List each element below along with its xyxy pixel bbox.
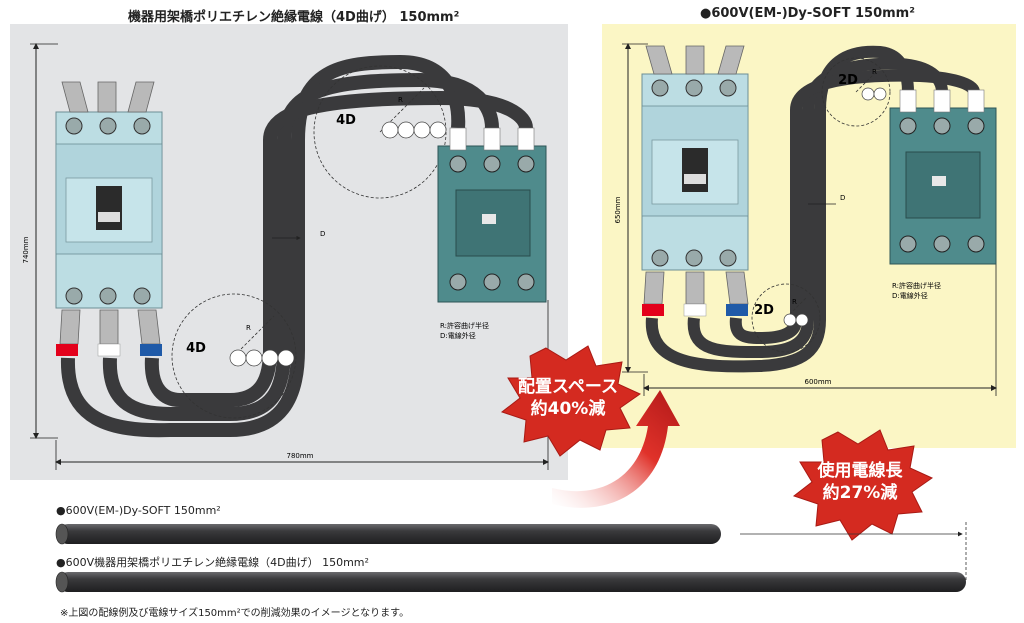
left-radius-label-bottom: R xyxy=(246,324,251,332)
right-radius-label-bottom: R xyxy=(792,298,797,306)
right-width-dimension xyxy=(643,260,997,396)
dysoft-cable xyxy=(58,524,721,544)
length-reduction-line1: 使用電線長 xyxy=(817,461,903,481)
length-reduction-burst xyxy=(792,429,934,541)
right-width-label: 600mm xyxy=(805,378,832,386)
left-bend-label-bottom: 4D xyxy=(186,341,206,356)
left-cables xyxy=(60,54,533,438)
length-reduction-text: 使用電線長 約27%減 xyxy=(802,460,918,504)
right-d-label-mid: D xyxy=(840,194,845,202)
right-bend-circles xyxy=(751,57,891,353)
left-d-circles xyxy=(229,121,447,367)
right-bend-label-top: 2D xyxy=(838,73,858,88)
left-breaker xyxy=(55,81,163,357)
right-height-dimension xyxy=(622,43,648,373)
left-height-label: 740mm xyxy=(22,236,30,263)
right-breaker xyxy=(641,45,749,317)
length-reduction-line2: 約27%減 xyxy=(822,483,898,503)
right-legend-d: D:電線外径 xyxy=(892,291,928,300)
left-panel-title: 機器用架橋ポリエチレン絶縁電線（4D曲げ） 150mm² xyxy=(128,10,460,25)
left-bend-circles xyxy=(171,65,447,419)
right-legend-r: R:許容曲げ半径 xyxy=(892,281,941,290)
left-width-label: 780mm xyxy=(287,452,314,460)
right-height-label: 650mm xyxy=(614,196,622,223)
space-reduction-burst xyxy=(500,345,642,457)
left-radius-label-top: R xyxy=(398,96,403,104)
left-d-label-mid: D xyxy=(320,230,325,238)
right-d-circles xyxy=(783,87,887,327)
standard-cable-label: ●600V機器用架橋ポリエチレン絶縁電線（4D曲げ） 150mm² xyxy=(56,556,369,569)
left-bend-label-top: 4D xyxy=(336,113,356,128)
left-contactor xyxy=(437,127,547,303)
left-height-dimension xyxy=(30,43,58,439)
space-reduction-line2: 約40%減 xyxy=(530,399,606,419)
right-contactor xyxy=(889,89,997,265)
curved-arrow-icon xyxy=(552,390,680,508)
dysoft-cable-label: ●600V(EM-)Dy-SOFT 150mm² xyxy=(56,504,221,517)
right-bend-label-bottom: 2D xyxy=(754,303,774,318)
footnote: ※上図の配線例及び電線サイズ150mm²での削減効果のイメージとなります。 xyxy=(60,608,410,619)
right-panel-title: ●600V(EM-)Dy-SOFT 150mm² xyxy=(700,6,915,21)
left-legend-d: D:電線外径 xyxy=(440,331,476,340)
space-reduction-text: 配置スペース 約40%減 xyxy=(508,376,628,420)
left-legend-r: R:許容曲げ半径 xyxy=(440,321,489,330)
right-radius-label-top: R xyxy=(872,68,877,76)
standard-cable xyxy=(58,572,966,592)
space-reduction-line1: 配置スペース xyxy=(518,377,618,397)
cable-comparison xyxy=(55,522,967,593)
